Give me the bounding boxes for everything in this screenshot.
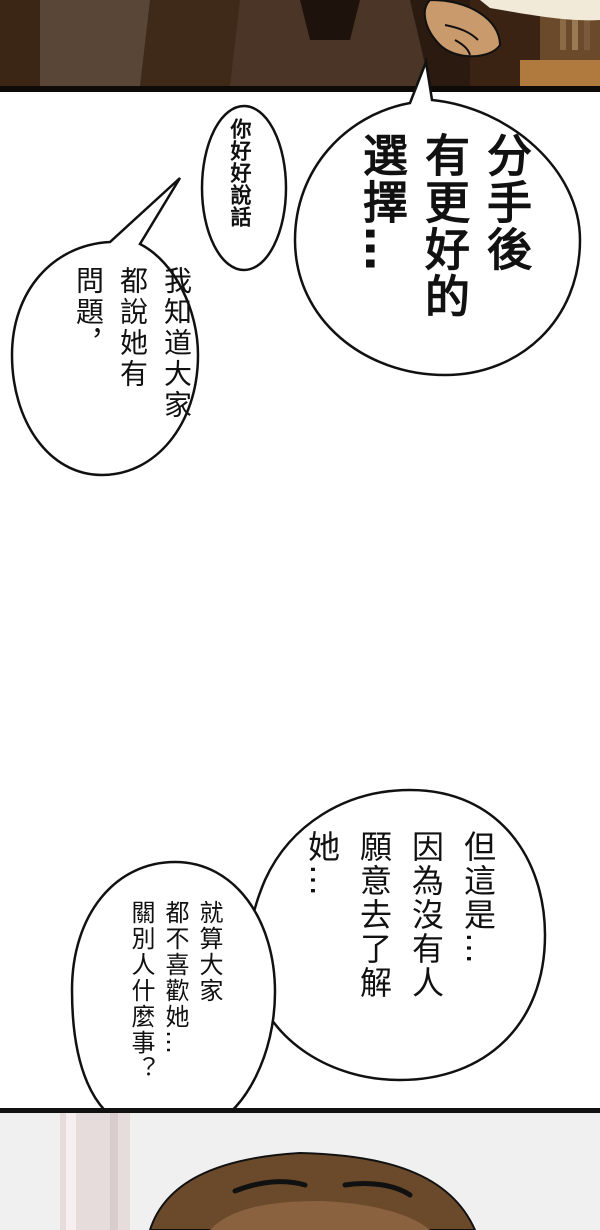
top-panel <box>0 0 600 92</box>
panel-border <box>0 86 600 92</box>
bubble-lower-right <box>248 788 547 1082</box>
text-line: 願意去了解 <box>355 830 393 1000</box>
bubble-big-right-text: 分手後 有更好的 選擇… <box>350 132 536 320</box>
bottom-panel <box>0 1108 600 1230</box>
bubble-left <box>10 177 200 477</box>
text-line: 就算大家 <box>195 900 223 1004</box>
text-line: 有更好的 <box>417 132 470 320</box>
text-line: 都不喜歡她… <box>161 900 189 1056</box>
text-line: 但這是… <box>459 830 497 966</box>
bubble-small-top-text: 你好好說話 <box>228 118 252 228</box>
text-line: 關別人什麼事？ <box>127 900 155 1082</box>
text-line: 因為沒有人 <box>407 830 445 1000</box>
text-line: 我知道大家 <box>160 266 193 421</box>
text-line: 問題， <box>72 266 105 359</box>
bubble-left-text: 我知道大家 都說她有 問題， <box>66 266 198 421</box>
bubble-lower-left-text: 就算大家 都不喜歡她… 關別人什麼事？ <box>124 900 226 1082</box>
top-panel-art <box>0 0 600 92</box>
text-line: 都說她有 <box>116 266 149 390</box>
bubble-big-right <box>293 57 582 377</box>
character-hair <box>148 1151 477 1230</box>
bubble-lower-right-text: 但這是… 因為沒有人 願意去了解 她… <box>296 830 504 1000</box>
bottom-panel-art <box>0 1113 600 1230</box>
text-line: 她… <box>303 830 341 898</box>
text-line: 分手後 <box>479 132 532 273</box>
bubble-small-top <box>200 104 288 272</box>
text-line: 選擇… <box>355 132 408 273</box>
